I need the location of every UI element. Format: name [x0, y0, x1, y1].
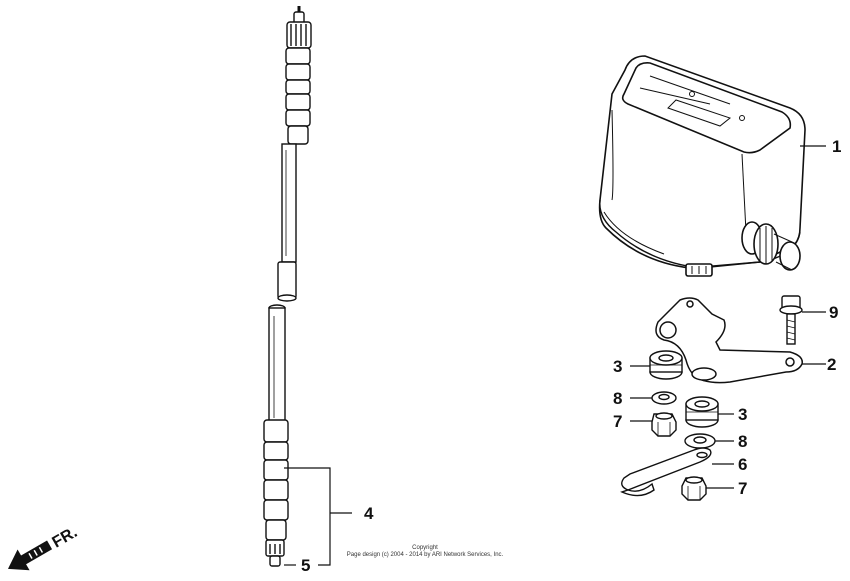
callout-3-lower[interactable]: 3 [738, 405, 747, 424]
callout-7-lower[interactable]: 7 [738, 479, 747, 498]
bolt[interactable] [779, 295, 803, 345]
rubber-grommet-lower[interactable] [685, 396, 719, 428]
front-direction-arrow: FR. [7, 524, 81, 571]
arrow-left-icon [7, 540, 53, 571]
washer-lower[interactable] [684, 433, 716, 449]
washer-upper[interactable] [651, 391, 677, 405]
callout-4[interactable]: 4 [364, 504, 374, 523]
nut-lower[interactable] [681, 476, 707, 501]
callout-7-upper[interactable]: 7 [613, 412, 622, 431]
callout-2[interactable]: 2 [827, 355, 836, 374]
speedometer-housing[interactable] [598, 55, 806, 277]
callout-5[interactable]: 5 [301, 556, 310, 575]
callout-1[interactable]: 1 [832, 137, 841, 156]
mounting-bracket[interactable] [655, 297, 803, 384]
speedometer-cable[interactable] [263, 6, 312, 567]
copyright-notice: Page design (c) 2004 - 2014 by ARI Netwo… [346, 552, 504, 558]
ground-strap[interactable] [620, 447, 712, 497]
copyright-title: Copyright [412, 545, 438, 551]
callout-6[interactable]: 6 [738, 455, 747, 474]
direction-label: FR. [50, 524, 81, 552]
callout-8-upper[interactable]: 8 [613, 389, 622, 408]
nut-upper[interactable] [651, 412, 677, 437]
callout-3-upper[interactable]: 3 [613, 357, 622, 376]
rubber-grommet-upper[interactable] [649, 350, 683, 380]
callout-8-lower[interactable]: 8 [738, 432, 747, 451]
cable-leader-lines [284, 467, 352, 566]
callout-9[interactable]: 9 [829, 303, 838, 322]
